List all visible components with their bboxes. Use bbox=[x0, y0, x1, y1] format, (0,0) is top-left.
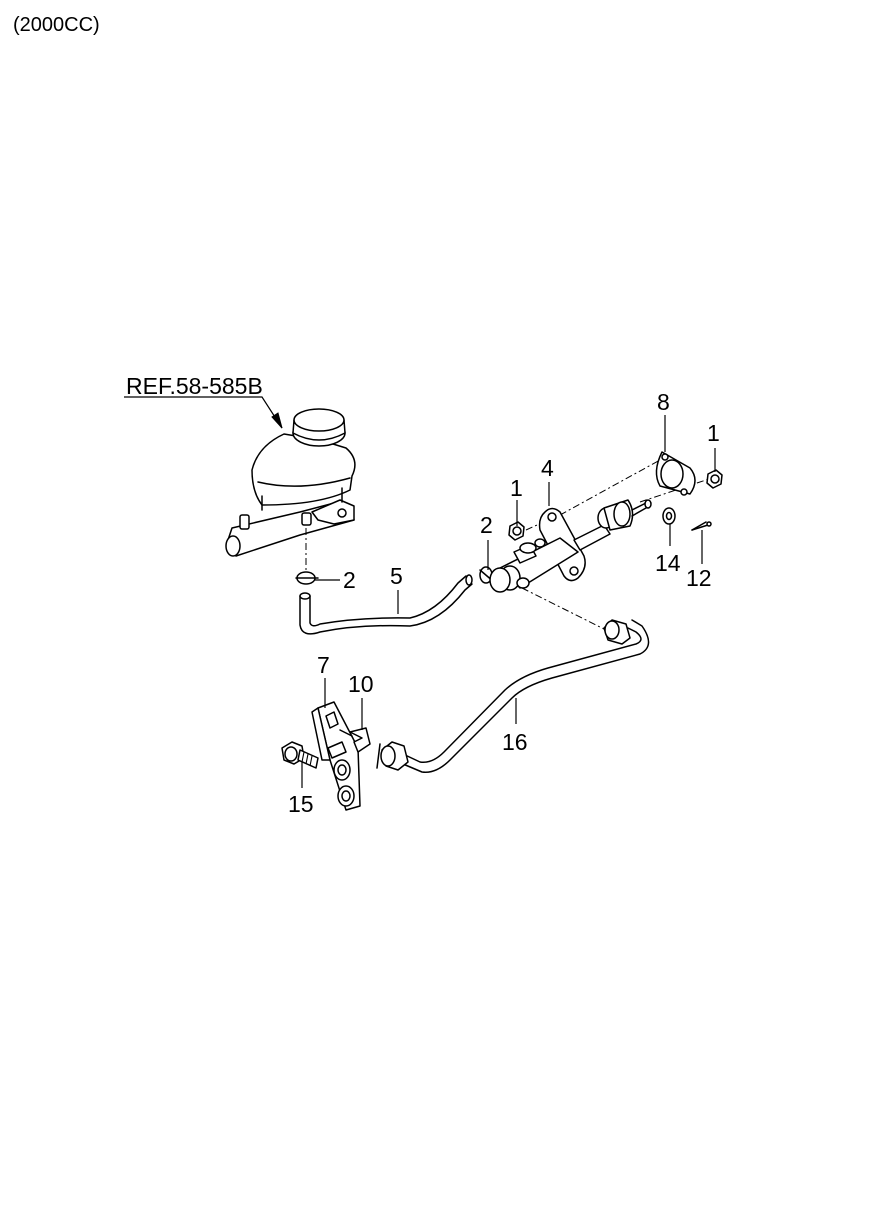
callout-2: 2 bbox=[480, 512, 493, 538]
clutch-master-cylinder bbox=[489, 499, 652, 593]
alignment-line bbox=[521, 587, 611, 633]
nut bbox=[706, 469, 723, 489]
hose-clip bbox=[295, 571, 319, 585]
split-pin bbox=[691, 521, 712, 531]
gasket bbox=[655, 451, 696, 496]
bracket bbox=[311, 701, 361, 811]
reference-label: REF.58-585B bbox=[126, 373, 263, 399]
callout-12: 12 bbox=[686, 565, 712, 591]
tube-clip bbox=[339, 727, 371, 753]
bolt bbox=[281, 741, 319, 769]
callout-15: 15 bbox=[288, 791, 314, 817]
callout-8: 8 bbox=[657, 389, 670, 415]
clutch-tube bbox=[376, 619, 650, 773]
callout-7: 7 bbox=[317, 652, 330, 678]
hose bbox=[299, 574, 473, 635]
alignment-line bbox=[559, 459, 661, 516]
callout-1: 1 bbox=[510, 475, 523, 501]
callout-14: 14 bbox=[655, 550, 681, 576]
callout-2: 2 bbox=[343, 567, 356, 593]
callout-1: 1 bbox=[707, 420, 720, 446]
washer bbox=[662, 507, 676, 525]
callout-10: 10 bbox=[348, 671, 374, 697]
nut bbox=[508, 521, 525, 541]
callout-16: 16 bbox=[502, 729, 528, 755]
callout-5: 5 bbox=[390, 563, 403, 589]
page-title: (2000CC) bbox=[13, 14, 100, 36]
alignment-line bbox=[639, 477, 713, 503]
reservoir-master-cylinder bbox=[225, 408, 356, 557]
callout-4: 4 bbox=[541, 455, 554, 481]
